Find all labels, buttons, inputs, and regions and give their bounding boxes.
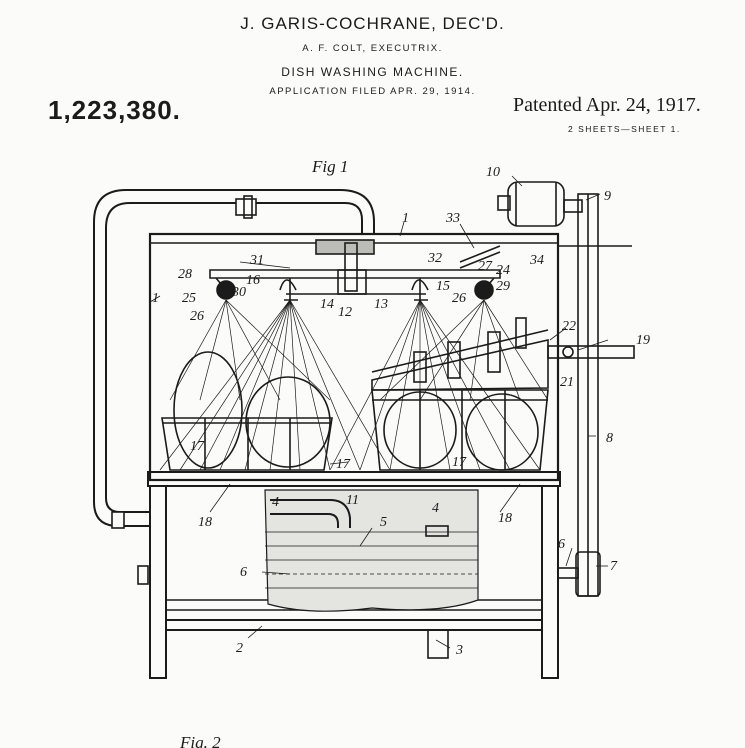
spray-line: [419, 299, 485, 401]
callout-24: 24: [496, 263, 510, 278]
spray-line: [419, 299, 511, 471]
spray-line: [269, 299, 291, 471]
callout-17-right: 17: [452, 455, 467, 470]
callout-11: 11: [346, 493, 359, 508]
callout-10: 10: [486, 165, 500, 180]
spray-line: [483, 299, 549, 401]
spray-line: [225, 299, 331, 401]
callout-26-right: 26: [452, 291, 466, 306]
callout-2: 2: [236, 641, 243, 656]
callout-22: 22: [562, 319, 576, 334]
spray-line: [225, 299, 281, 401]
motor-belt-drive: [497, 181, 635, 597]
application-filed-line: APPLICATION FILED APR. 29, 1914.: [269, 86, 476, 97]
callout-17-left: 17: [190, 439, 205, 454]
pump-housing: [264, 489, 479, 612]
callout-13: 13: [374, 297, 388, 312]
callout-18-right: 18: [498, 511, 512, 526]
callout-18-left: 18: [198, 515, 212, 530]
callout-6-left: 6: [240, 565, 247, 580]
dishes: [173, 317, 549, 471]
dish-racks: [161, 389, 549, 471]
return-pipe: [93, 189, 375, 529]
callout-1-top: 1: [402, 211, 409, 226]
sheet-count: 2 SHEETS—SHEET 1.: [568, 124, 681, 134]
spray-line: [329, 299, 421, 471]
spray-line: [169, 299, 227, 401]
spray-line: [199, 299, 227, 401]
callout-19: 19: [636, 333, 650, 348]
spray-line: [389, 299, 421, 471]
spray-line: [219, 299, 291, 471]
spray-line: [289, 299, 331, 471]
spray-line: [419, 299, 481, 471]
spray-line: [159, 299, 291, 471]
spray-line: [179, 299, 291, 471]
spray-line: [419, 299, 541, 471]
callout-1-left: 1: [152, 291, 159, 306]
figure-label: Fig 1: [311, 157, 348, 176]
patent-number: 1,223,380.: [48, 95, 181, 125]
figure-2-label: Fig. 2: [179, 733, 221, 748]
callout-27: 27: [478, 259, 493, 274]
callout-3: 3: [455, 643, 463, 658]
callout-16: 16: [246, 273, 260, 288]
callout-14: 14: [320, 297, 334, 312]
spray-line: [199, 299, 291, 471]
callout-5: 5: [380, 515, 387, 530]
callout-29: 29: [496, 279, 510, 294]
patent-title: DISH WASHING MACHINE.: [281, 65, 464, 79]
callout-4-left: 4: [272, 495, 279, 510]
spray-line: [244, 299, 291, 471]
callout-6-right: 6: [558, 537, 565, 552]
callout-numbers: 10 9 1 33 31 32 27 24 34 28 16 15 25 30 …: [152, 165, 650, 658]
executrix-line: A. F. COLT, EXECUTRIX.: [302, 43, 443, 54]
callout-12: 12: [338, 305, 352, 320]
spray-line: [419, 299, 451, 471]
spray-line: [469, 299, 485, 401]
spray-line: [289, 299, 301, 471]
spray-line: [289, 299, 361, 471]
callout-33: 33: [445, 211, 460, 226]
patented-date: Patented Apr. 24, 1917.: [513, 94, 701, 116]
callout-25: 25: [182, 291, 196, 306]
water-spray-lines: [159, 299, 549, 471]
callout-32: 32: [427, 251, 442, 266]
callout-31: 31: [249, 253, 264, 268]
callout-28: 28: [178, 267, 192, 282]
inventor-name: J. GARIS-COCHRANE, DEC'D.: [240, 14, 505, 33]
callout-7: 7: [610, 559, 618, 574]
callout-15: 15: [436, 279, 450, 294]
callout-17-center: 17: [336, 457, 351, 472]
callout-21: 21: [560, 375, 574, 390]
spray-line: [379, 299, 485, 401]
callout-4-right: 4: [432, 501, 439, 516]
callout-34: 34: [529, 253, 544, 268]
spray-line: [289, 299, 391, 471]
callout-8: 8: [606, 431, 613, 446]
spray-line: [225, 299, 241, 401]
callout-leaders: [149, 175, 609, 649]
callout-9: 9: [604, 189, 611, 204]
callout-30: 30: [231, 285, 246, 300]
spray-arm-assembly: [209, 239, 632, 301]
spray-line: [359, 299, 421, 471]
callout-26-left: 26: [190, 309, 204, 324]
